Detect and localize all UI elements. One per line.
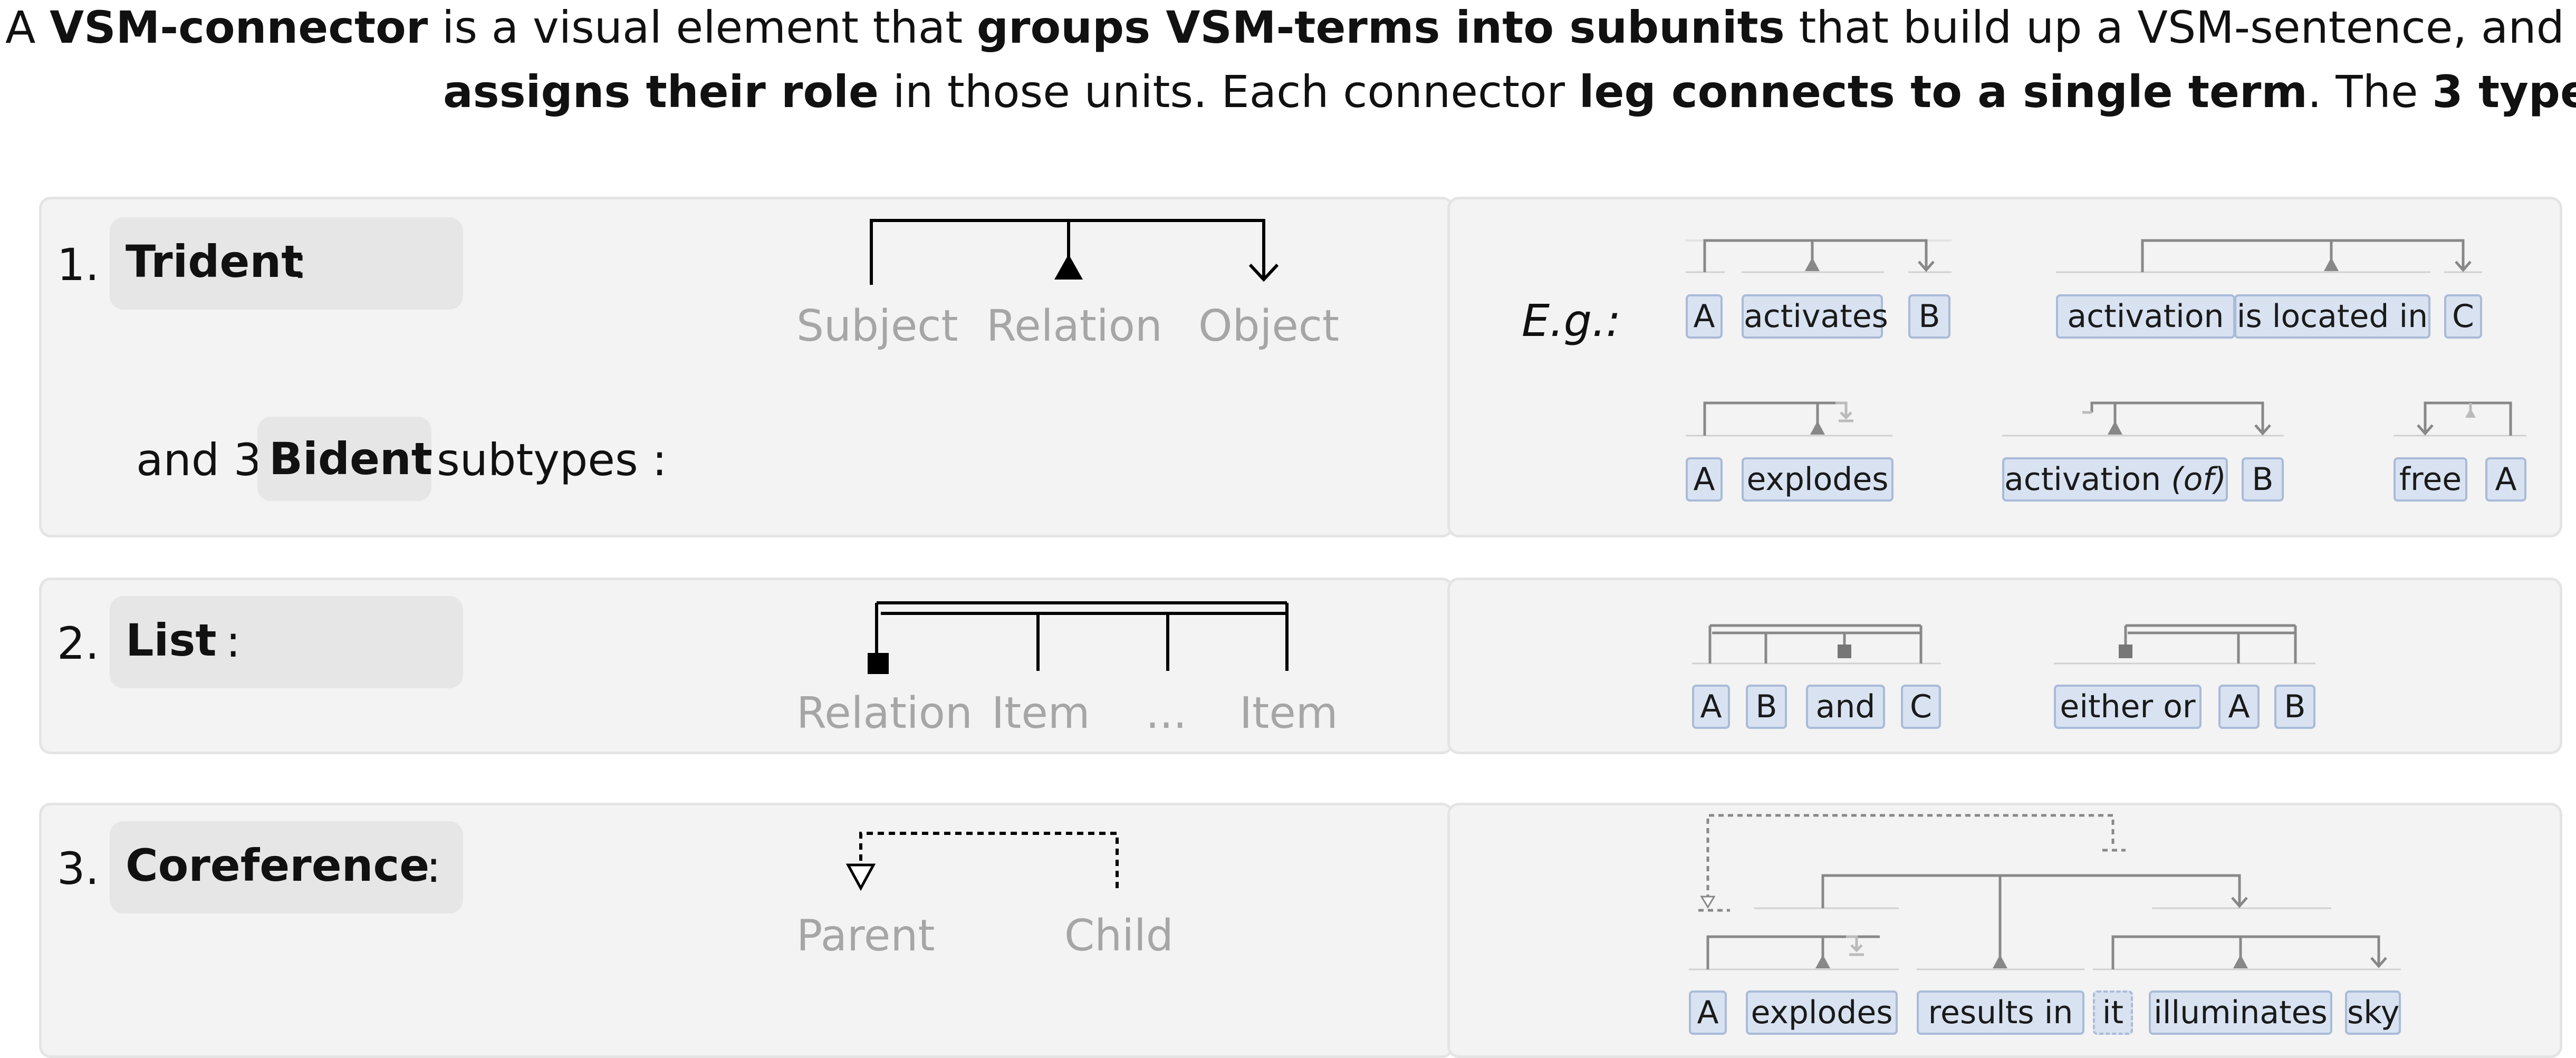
trident-name: Trident xyxy=(126,236,303,287)
term: results in xyxy=(1917,990,2084,1035)
term: B xyxy=(2274,685,2315,729)
coreference-number: 3. xyxy=(57,843,100,895)
term: A xyxy=(1692,685,1730,729)
term-text: activation xyxy=(2004,461,2171,498)
term: sky xyxy=(2345,990,2401,1035)
trident-role-object: Object xyxy=(1198,301,1340,351)
trident-colon: : xyxy=(293,237,308,288)
coreference-role-parent: Parent xyxy=(796,911,935,961)
coreference-role-child: Child xyxy=(1064,911,1174,961)
list-name: List xyxy=(126,614,217,666)
term: and xyxy=(1806,685,1885,729)
list-connector xyxy=(868,601,1289,674)
intro-text: in those units. Each connector xyxy=(878,66,1579,118)
intro-text: is a visual element that xyxy=(428,2,977,53)
intro-text: that build up a VSM-sentence, and xyxy=(1784,2,2564,53)
example-connectors xyxy=(1686,239,2526,970)
intro-bold-leg: leg connects to a single term xyxy=(1579,66,2308,118)
coreference-colon: : xyxy=(426,841,441,892)
term-relation-italic: activation (of) xyxy=(2002,457,2228,502)
bident-name-pill xyxy=(257,417,431,501)
coreference-connector xyxy=(859,832,1119,892)
example-coreference-connector xyxy=(1698,814,2126,912)
term: activation xyxy=(2056,294,2235,339)
intro-text: . The xyxy=(2307,66,2433,118)
intro-term-connector: VSM-connector xyxy=(50,2,428,53)
list-name-pill xyxy=(110,596,463,688)
intro-line-1: A VSM-connector is a visual element that… xyxy=(5,5,2564,50)
list-role-item: Item xyxy=(1239,688,1338,738)
intro-bold-types: 3 types xyxy=(2432,66,2576,118)
list-colon: : xyxy=(226,615,241,667)
term: A xyxy=(1689,990,1727,1035)
term: A xyxy=(2218,685,2260,729)
list-role-item: Item xyxy=(992,688,1090,738)
list-role-ellipsis: ... xyxy=(1146,688,1187,738)
list-right-panel xyxy=(1447,578,2562,754)
intro-line-2: assigns their role in those units. Each … xyxy=(443,70,2576,114)
term: A xyxy=(2485,457,2526,502)
eg-label: E.g.: xyxy=(1522,295,1621,347)
term: explodes xyxy=(1742,457,1893,502)
term: C xyxy=(2444,294,2482,339)
term: B xyxy=(2242,457,2284,502)
intro-bold-groups: groups VSM-terms into subunits xyxy=(976,2,1785,53)
intro-text: A xyxy=(5,2,50,53)
trident-connector xyxy=(870,219,1279,285)
term: illuminates xyxy=(2149,990,2332,1035)
trident-name-pill xyxy=(110,217,463,310)
term: explodes xyxy=(1746,990,1898,1035)
term: B xyxy=(1908,294,1950,339)
term: either or xyxy=(2054,685,2202,729)
example-coreference-arrowhead xyxy=(1700,896,1716,909)
intro-bold-role: assigns their role xyxy=(443,66,879,118)
term: A xyxy=(1686,457,1723,502)
bident-prefix: and 3 xyxy=(136,434,262,486)
list-number: 2. xyxy=(57,618,100,669)
coreference-name-pill xyxy=(110,821,463,913)
term: is located in xyxy=(2234,294,2430,339)
coreference-parent-arrowhead xyxy=(845,863,876,891)
term-coreference-child: it xyxy=(2093,990,2133,1035)
term: C xyxy=(1901,685,1941,729)
list-role-relation: Relation xyxy=(796,688,973,738)
term-italic: (of) xyxy=(2171,461,2226,498)
trident-number: 1. xyxy=(57,239,100,291)
coreference-name: Coreference xyxy=(126,840,430,891)
trident-role-subject: Subject xyxy=(796,301,958,351)
bident-suffix: subtypes : xyxy=(437,434,667,486)
bident-name: Bident xyxy=(269,433,432,485)
trident-role-relation: Relation xyxy=(986,301,1162,351)
term: activates xyxy=(1742,294,1888,339)
term: free xyxy=(2394,457,2467,502)
term: A xyxy=(1686,294,1723,339)
term: B xyxy=(1746,685,1787,729)
